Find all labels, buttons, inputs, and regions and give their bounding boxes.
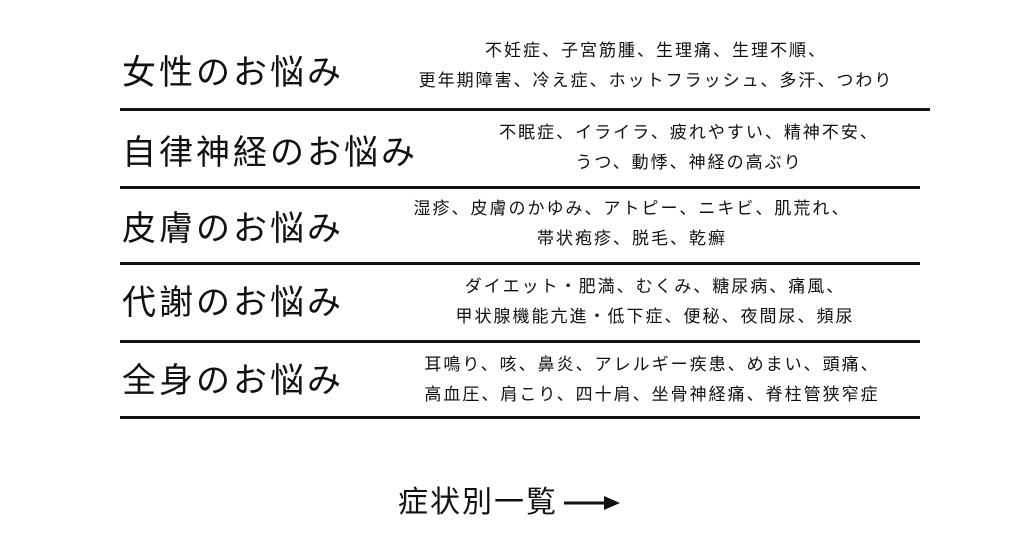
symptom-list-link-label: 症状別一覧 bbox=[398, 485, 558, 520]
symptom-line: 耳鳴り、咳、鼻炎、アレルギー疾患、めまい、頭痛、 bbox=[424, 355, 880, 375]
symptom-line: 不眠症、イライラ、疲れやすい、精神不安、 bbox=[499, 123, 879, 143]
category-row-whole-body: 全身のお悩み 耳鳴り、咳、鼻炎、アレルギー疾患、めまい、頭痛、 高血圧、肩こり、… bbox=[120, 350, 920, 419]
category-row-female: 女性のお悩み 不妊症、子宮筋腫、生理痛、生理不順、 更年期障害、冷え症、ホットフ… bbox=[120, 38, 930, 111]
category-symptoms-whole-body: 耳鳴り、咳、鼻炎、アレルギー疾患、めまい、頭痛、 高血圧、肩こり、四十肩、坐骨神… bbox=[392, 350, 912, 410]
symptom-line: 更年期障害、冷え症、ホットフラッシュ、多汗、つわり bbox=[418, 71, 894, 91]
symptom-line: 帯状疱疹、脱毛、乾癬 bbox=[537, 229, 727, 249]
symptom-line: ダイエット・肥満、むくみ、糖尿病、痛風、 bbox=[464, 277, 846, 297]
category-title-metabolism: 代謝のお悩み bbox=[122, 283, 344, 323]
symptom-line: 高血圧、肩こり、四十肩、坐骨神経痛、脊柱管狭窄症 bbox=[424, 385, 880, 405]
symptom-line: 不妊症、子宮筋腫、生理痛、生理不順、 bbox=[485, 41, 827, 61]
symptom-line: 甲状腺機能亢進・低下症、便秘、夜間尿、頻尿 bbox=[455, 307, 855, 327]
category-title-whole-body: 全身のお悩み bbox=[122, 361, 344, 401]
category-row-autonomic-nerves: 自律神経のお悩み 不眠症、イライラ、疲れやすい、精神不安、 うつ、動悸、神経の高… bbox=[120, 118, 920, 189]
category-row-skin: 皮膚のお悩み 湿疹、皮膚のかゆみ、アトピー、ニキビ、肌荒れ、 帯状疱疹、脱毛、乾… bbox=[120, 196, 920, 265]
category-symptoms-skin: 湿疹、皮膚のかゆみ、アトピー、ニキビ、肌荒れ、 帯状疱疹、脱毛、乾癬 bbox=[382, 194, 882, 254]
category-title-autonomic-nerves: 自律神経のお悩み bbox=[122, 133, 418, 173]
symptom-line: 湿疹、皮膚のかゆみ、アトピー、ニキビ、肌荒れ、 bbox=[413, 199, 851, 219]
category-symptoms-autonomic-nerves: 不眠症、イライラ、疲れやすい、精神不安、 うつ、動悸、神経の高ぶり bbox=[458, 118, 920, 178]
arrow-right-icon bbox=[564, 496, 620, 510]
symptom-line: うつ、動悸、神経の高ぶり bbox=[575, 153, 803, 173]
category-title-skin: 皮膚のお悩み bbox=[122, 209, 344, 249]
category-row-metabolism: 代謝のお悩み ダイエット・肥満、むくみ、糖尿病、痛風、 甲状腺機能亢進・低下症、… bbox=[120, 272, 920, 343]
symptom-list-link[interactable]: 症状別一覧 bbox=[398, 488, 620, 518]
category-symptoms-female: 不妊症、子宮筋腫、生理痛、生理不順、 更年期障害、冷え症、ホットフラッシュ、多汗… bbox=[382, 36, 930, 96]
category-title-female: 女性のお悩み bbox=[122, 53, 344, 93]
category-symptoms-metabolism: ダイエット・肥満、むくみ、糖尿病、痛風、 甲状腺機能亢進・低下症、便秘、夜間尿、… bbox=[420, 272, 890, 332]
